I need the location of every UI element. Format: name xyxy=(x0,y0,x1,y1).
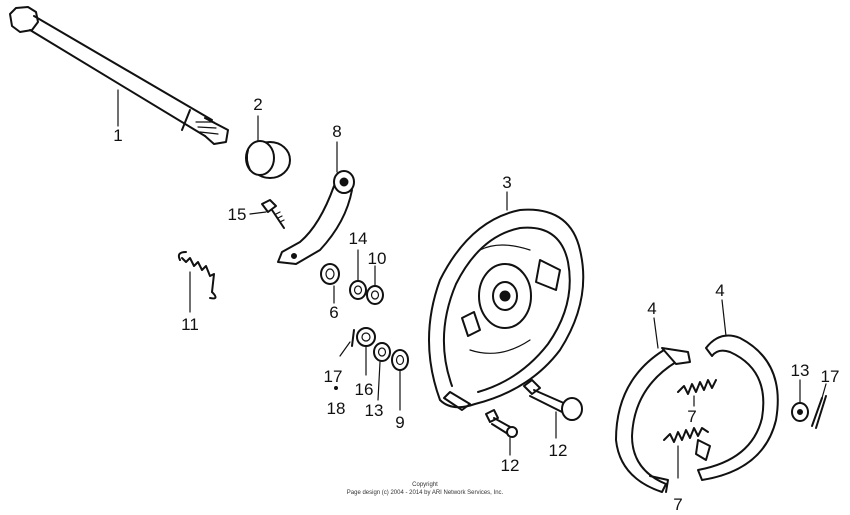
label-dust-seal: 6 xyxy=(329,303,338,322)
brake-shoe-b-drawing xyxy=(695,334,779,481)
label-washer-10: 10 xyxy=(368,249,387,268)
washer-13-drawing xyxy=(373,342,391,362)
return-spring-drawing xyxy=(177,251,217,300)
washer-9-drawing xyxy=(391,349,409,371)
leader-line xyxy=(377,361,381,401)
label-brake-panel: 3 xyxy=(502,173,511,192)
bolt-15-drawing xyxy=(261,199,285,229)
label-brake-shoe-a: 4 xyxy=(647,299,656,318)
copyright-line-1: Copyright xyxy=(412,482,438,488)
label-bolt-15: 15 xyxy=(228,205,247,224)
washer-13-b-drawing xyxy=(791,402,809,422)
leader-line xyxy=(653,317,659,349)
cotter-pin-drawing xyxy=(351,329,355,347)
brake-arm-drawing xyxy=(277,170,355,265)
leader-line xyxy=(249,211,267,215)
label-collar: 2 xyxy=(253,95,262,114)
label-pivot-bolt-b: 12 xyxy=(549,441,568,460)
label-axle: 1 xyxy=(113,126,122,145)
label-nut-16: 16 xyxy=(355,380,374,399)
leader-line xyxy=(821,383,827,399)
spring-lower-drawing xyxy=(663,427,709,443)
axle-drawing xyxy=(9,6,229,145)
nut-16-drawing xyxy=(356,327,376,347)
brake-shoe-a-drawing xyxy=(615,347,691,493)
label-pivot-bolt-a: 12 xyxy=(501,456,520,475)
washer-10-drawing xyxy=(366,285,384,305)
label-cotter-pin: 17 xyxy=(324,367,343,386)
copyright-line-2: Page design (c) 2004 - 2014 by ARI Netwo… xyxy=(347,490,504,496)
pin-18-drawing xyxy=(334,386,338,390)
label-washer-13-b: 13 xyxy=(791,361,810,380)
pivot-bolt-b-drawing xyxy=(523,379,583,421)
label-washer-13: 13 xyxy=(365,401,384,420)
label-spring-lower: 7 xyxy=(673,495,682,514)
pivot-bolt-a-drawing xyxy=(485,409,518,438)
label-brake-arm: 8 xyxy=(332,122,341,141)
dust-seal-drawing xyxy=(320,263,340,285)
washer-14-drawing xyxy=(349,280,367,300)
label-pin-18: 18 xyxy=(327,399,346,418)
spring-upper-drawing xyxy=(677,379,717,395)
label-brake-shoe-b: 4 xyxy=(715,281,724,300)
collar-drawing xyxy=(245,140,291,179)
leader-line xyxy=(721,299,727,337)
label-washer-9: 9 xyxy=(395,413,404,432)
label-washer-14: 14 xyxy=(349,229,368,248)
leader-line xyxy=(339,341,351,357)
label-spring-upper: 7 xyxy=(687,407,696,426)
label-cotter-pin-b: 17 xyxy=(821,367,840,386)
label-return-spring: 11 xyxy=(181,315,199,334)
brake-panel-drawing xyxy=(428,208,585,411)
cotter-pin-b-drawing xyxy=(811,395,827,429)
